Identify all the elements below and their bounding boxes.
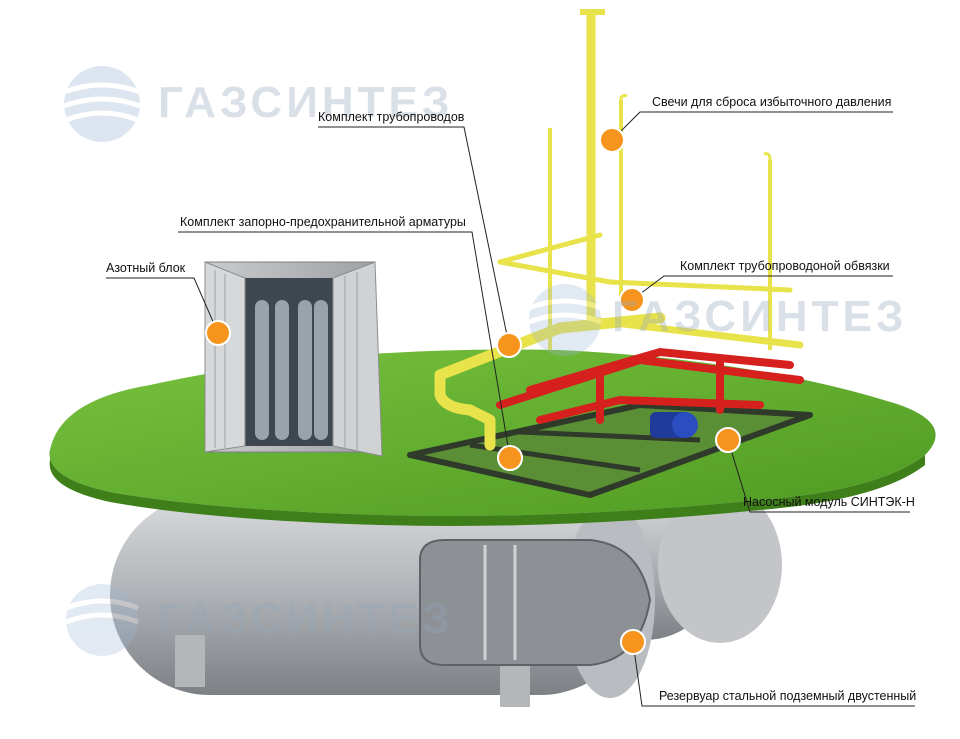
leader-lines: [106, 111, 915, 707]
marker-pump-module: [715, 427, 741, 453]
watermark-logo-icon: [63, 66, 141, 142]
marker-valve-kit: [497, 445, 523, 471]
yellow-pipeline: [434, 232, 804, 451]
marker-nitrogen-unit: [205, 320, 231, 346]
label-valve-kit: Комплект запорно-предохранительной армат…: [180, 215, 466, 229]
nitrogen-cabinet: [204, 261, 383, 457]
watermark-brand: ГАЗСИНТЕЗ: [158, 78, 454, 127]
marker-piping-harness: [619, 287, 645, 313]
marker-vent-stacks: [599, 127, 625, 153]
label-piping-harness: Комплект трубопроводоной обвязки: [680, 259, 890, 273]
watermark-logo-icon-2: [528, 284, 602, 356]
pump-motor: [650, 412, 698, 438]
label-tank: Резервуар стальной подземный двустенный: [659, 689, 917, 703]
marker-pipeline-kit: [496, 332, 522, 358]
label-pipeline-kit: Комплект трубопроводов: [318, 110, 465, 124]
front-tank: [110, 495, 655, 707]
red-pipework: [496, 347, 804, 424]
label-vent-stacks: Свечи для сброса избыточного давления: [652, 95, 892, 109]
watermark-brand-2: ГАЗСИНТЕЗ: [612, 292, 908, 341]
watermark-brand-3: ГАЗСИНТЕЗ: [158, 594, 454, 643]
pump-module-frame: [407, 402, 813, 498]
callout-markers: [205, 127, 741, 655]
marker-tank: [620, 629, 646, 655]
watermark-logo-icon-3: [65, 584, 139, 656]
label-nitrogen-unit: Азотный блок: [106, 261, 186, 275]
label-pump-module: Насосный модуль СИНТЭК-Н: [743, 495, 915, 509]
